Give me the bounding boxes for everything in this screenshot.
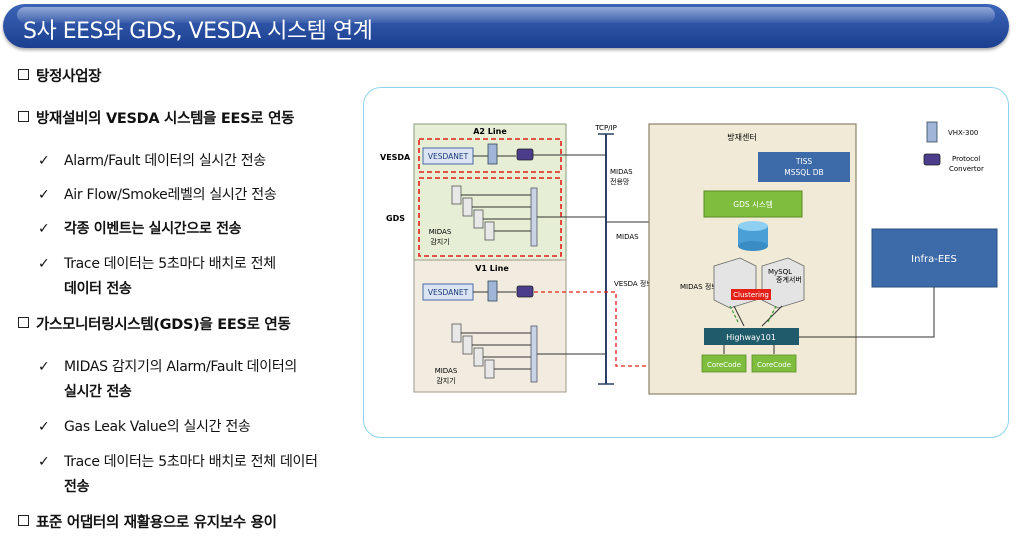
- gds-system-box: [703, 190, 803, 218]
- legend-convertor-label: Convertor: [949, 165, 984, 173]
- legend-vhx-label: VHX-300: [948, 129, 978, 137]
- vesda-item-2: ✓ Air Flow/Smoke레벨의 실시간 전송: [38, 184, 277, 204]
- checkbox-icon: [18, 317, 29, 328]
- vhx-device-icon: [487, 143, 498, 165]
- sensor-links-v1: [461, 332, 531, 370]
- gds-controller-a2: [530, 187, 538, 247]
- relay-server-label: 중계서버: [776, 275, 802, 284]
- tiss-label: TISS: [795, 157, 813, 166]
- corecode-label-2: CoreCode: [757, 361, 791, 369]
- legend-protocol-label: Protocol: [952, 155, 980, 163]
- midas-dedicated-label: MIDAS: [610, 168, 633, 176]
- vesdanet-label-v1: VESDANET: [428, 288, 469, 297]
- midas-sensor-label-a2: MIDAS: [429, 228, 452, 236]
- checkbox-icon: [18, 69, 29, 80]
- checkmark-icon: ✓: [38, 153, 50, 169]
- legend-vhx-icon: [926, 121, 938, 143]
- bullet-adapter: 표준 어댑터의 재활용으로 유지보수 용이: [18, 511, 277, 532]
- item-text: Alarm/Fault 데이터의 실시간 전송: [64, 153, 266, 169]
- checkmark-icon: ✓: [38, 256, 50, 272]
- protocol-convertor-icon: [516, 148, 534, 161]
- database-icon: [738, 221, 768, 251]
- v1-line-label: V1 Line: [475, 264, 509, 273]
- item-text: Air Flow/Smoke레벨의 실시간 전송: [64, 187, 277, 203]
- server-highway-links: [733, 305, 783, 327]
- midas-dedicated-label-2: 전용망: [610, 177, 630, 186]
- item-text: Trace 데이터는 5초마다 배치로 전체 데이터: [64, 454, 318, 470]
- checkmark-icon: ✓: [38, 419, 50, 435]
- legend-protocol-icon: [923, 153, 941, 166]
- vhx-device-icon: [487, 280, 498, 302]
- infra-ees-label: Infra-EES: [911, 254, 957, 265]
- title-bar: S사 EES와 GDS, VESDA 시스템 연계: [3, 4, 1009, 48]
- protocol-convertor-icon: [516, 285, 534, 298]
- tiss-db-box: [758, 152, 850, 182]
- cluster-green-links: [729, 305, 777, 323]
- item-text-cont: 전송: [64, 479, 90, 495]
- clustering-badge: [731, 289, 771, 300]
- gds-label: GDS: [386, 214, 405, 223]
- checkmark-icon: ✓: [38, 187, 50, 203]
- tcpip-label: TCP/IP: [594, 124, 617, 132]
- corecode-box-2: [751, 354, 797, 373]
- clustering-label: Clustering: [733, 291, 769, 299]
- bullet-gds: 가스모니터링시스템(GDS)을 EES로 연동: [18, 313, 291, 334]
- highway-label: Highway101: [726, 333, 776, 342]
- sensor-links-a2: [461, 194, 531, 232]
- mysql-label: MySQL: [768, 268, 792, 276]
- checkmark-icon: ✓: [38, 359, 50, 375]
- item-text-cont: 실시간 전송: [64, 384, 132, 400]
- checkmark-icon: ✓: [38, 454, 50, 470]
- midas-sensor-label-a2-2: 감지기: [430, 237, 449, 246]
- vesda-item-3: ✓ 각종 이벤트는 실시간으로 전송: [38, 218, 242, 238]
- bullet-text: 탕정사업장: [36, 69, 102, 85]
- vesda-label: VESDA: [380, 153, 411, 162]
- center-label: 방재센터: [727, 132, 756, 142]
- item-text: 각종 이벤트는 실시간으로 전송: [64, 221, 242, 237]
- midas-info-label: MIDAS 정보: [680, 282, 718, 291]
- bullet-text: 방재설비의 VESDA 시스템을 EES로 연동: [36, 111, 295, 127]
- bullet-text: 표준 어댑터의 재활용으로 유지보수 용이: [36, 515, 277, 531]
- page-title: S사 EES와 GDS, VESDA 시스템 연계: [23, 19, 373, 44]
- system-diagram: A2 Line VESDA GDS VESDANET MIDAS 감지기 V1 …: [363, 87, 1009, 438]
- gds-system-label: GDS 시스템: [733, 199, 773, 209]
- diagram-svg: A2 Line VESDA GDS VESDANET MIDAS 감지기 V1 …: [380, 121, 998, 395]
- item-text: MIDAS 감지기의 Alarm/Fault 데이터의: [64, 359, 298, 375]
- midas-label: MIDAS: [616, 233, 639, 241]
- midas-sensor-label-v1: MIDAS: [435, 367, 458, 375]
- a2-line-label: A2 Line: [473, 127, 507, 136]
- bullet-text: 가스모니터링시스템(GDS)을 EES로 연동: [36, 317, 291, 333]
- gds-item-2: ✓ Gas Leak Value의 실시간 전송: [38, 416, 251, 436]
- checkbox-icon: [18, 515, 29, 526]
- vesda-info-label: VESDA 정보: [614, 279, 653, 288]
- vesdanet-label-a2: VESDANET: [428, 152, 469, 161]
- infra-ees-box: [871, 228, 998, 288]
- corecode-box-1: [701, 354, 747, 373]
- item-text: Trace 데이터는 5초마다 배치로 전체: [64, 256, 276, 272]
- checkbox-icon: [18, 111, 29, 122]
- corecode-label-1: CoreCode: [707, 361, 741, 369]
- item-text-cont: 데이터 전송: [64, 281, 132, 297]
- item-text: Gas Leak Value의 실시간 전송: [64, 419, 251, 435]
- highway-ees-link: [799, 287, 935, 338]
- mssql-label: MSSQL DB: [784, 168, 823, 177]
- vesda-item-1: ✓ Alarm/Fault 데이터의 실시간 전송: [38, 150, 266, 170]
- title-gloss: [17, 7, 995, 23]
- midas-sensor-label-v1-2: 감지기: [436, 376, 455, 385]
- highway-box: [704, 328, 799, 345]
- checkmark-icon: ✓: [38, 221, 50, 237]
- gds-controller-v1: [530, 325, 538, 383]
- bullet-vesda: 방재설비의 VESDA 시스템을 EES로 연동: [18, 107, 294, 128]
- bullet-site: 탕정사업장: [18, 65, 102, 86]
